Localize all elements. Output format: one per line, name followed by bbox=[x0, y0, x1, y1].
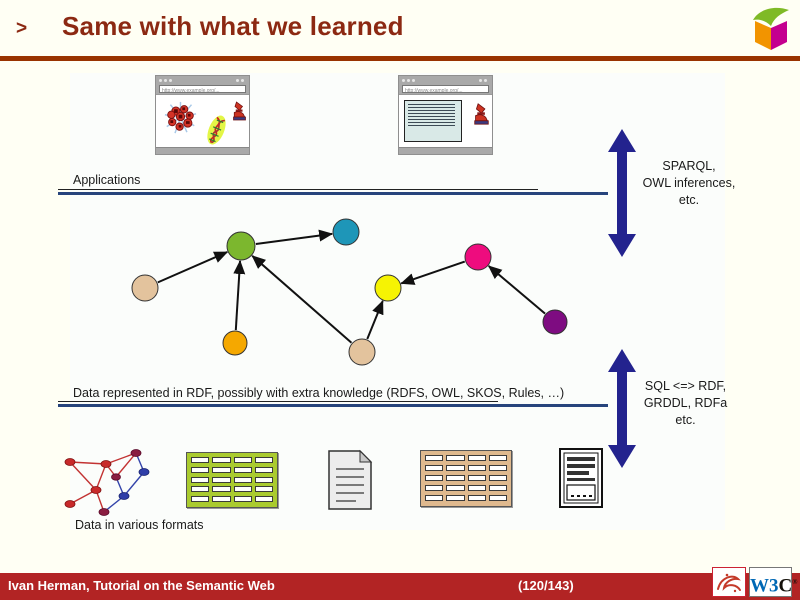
table-cell bbox=[467, 485, 486, 491]
w3c-logo[interactable]: W3C® bbox=[749, 567, 797, 597]
microscope-image-icon bbox=[473, 103, 490, 125]
table-cell bbox=[446, 485, 465, 491]
table-cell bbox=[254, 486, 273, 493]
formats-label: Data in various formats bbox=[75, 518, 204, 532]
browser-url-bar: http://www.example.org/... bbox=[156, 84, 249, 94]
table-cell bbox=[233, 466, 252, 473]
page-title: Same with what we learned bbox=[62, 11, 404, 41]
footer-credit: Ivan Herman, Tutorial on the Semantic We… bbox=[8, 578, 275, 593]
table-cell bbox=[191, 476, 210, 483]
window-dot-icon bbox=[241, 78, 244, 82]
browser-titlebar bbox=[399, 76, 492, 84]
applications-layer-line bbox=[58, 192, 608, 195]
table-cell bbox=[191, 486, 210, 493]
table-cell bbox=[191, 466, 210, 473]
table-cell bbox=[254, 466, 273, 473]
window-dot-icon bbox=[402, 78, 405, 82]
applications-underline bbox=[58, 189, 538, 190]
text-snippet-box bbox=[404, 100, 462, 142]
table-cell bbox=[254, 457, 273, 463]
browser-statusbar bbox=[156, 147, 249, 154]
url-text: http://www.example.org/... bbox=[162, 88, 220, 93]
table-cell bbox=[446, 455, 465, 461]
table-cell bbox=[425, 495, 444, 501]
window-dot-icon bbox=[236, 78, 239, 82]
browser-window-2: http://www.example.org/... bbox=[398, 75, 493, 155]
table-cell bbox=[467, 455, 486, 461]
rdf-underline bbox=[58, 401, 498, 402]
table-cell bbox=[212, 466, 231, 473]
window-dot-icon bbox=[164, 78, 167, 82]
table-cell bbox=[233, 496, 252, 503]
transform-arrow-bottom-icon bbox=[608, 349, 636, 468]
applications-label: Applications bbox=[73, 173, 141, 187]
table-cell bbox=[212, 486, 231, 493]
table-cell bbox=[488, 475, 507, 481]
table-cell bbox=[446, 495, 465, 501]
table-cell bbox=[425, 455, 444, 461]
table-cell bbox=[488, 485, 507, 491]
table-cell bbox=[425, 485, 444, 491]
table-cell bbox=[467, 465, 486, 471]
virus-image-icon bbox=[164, 101, 197, 134]
rdf-layer-line bbox=[58, 404, 608, 407]
footer-bar bbox=[0, 573, 800, 600]
table-cell bbox=[233, 486, 252, 493]
table-cell bbox=[488, 465, 507, 471]
browser-statusbar bbox=[399, 147, 492, 154]
url-field[interactable]: http://www.example.org/... bbox=[159, 85, 246, 93]
table-cell bbox=[233, 457, 252, 463]
semantic-web-cube-icon bbox=[753, 7, 789, 50]
table-cell bbox=[212, 457, 231, 463]
table-cell bbox=[467, 475, 486, 481]
table-cell bbox=[467, 495, 486, 501]
browser-content-1 bbox=[156, 94, 249, 147]
green-table-icon bbox=[186, 452, 278, 508]
table-cell bbox=[446, 465, 465, 471]
browser-titlebar bbox=[156, 76, 249, 84]
document-icon bbox=[328, 449, 373, 510]
registered-mark: ® bbox=[792, 578, 798, 586]
microscope-image-icon bbox=[232, 101, 247, 121]
calligraphy-logo[interactable] bbox=[712, 567, 746, 597]
table-cell bbox=[191, 496, 210, 503]
window-dot-icon bbox=[479, 78, 482, 82]
table-cell bbox=[488, 495, 507, 501]
table-cell bbox=[425, 475, 444, 481]
table-cell bbox=[254, 496, 273, 503]
transform-bottom-label: SQL <=> RDF, GRDDL, RDFa etc. bbox=[643, 379, 728, 427]
window-dot-icon bbox=[407, 78, 410, 82]
tan-table-icon bbox=[420, 450, 512, 507]
table-cell bbox=[212, 496, 231, 503]
browser-content-2 bbox=[399, 94, 492, 147]
table-cell bbox=[446, 475, 465, 481]
table-cell bbox=[425, 465, 444, 471]
rdf-layer-label: Data represented in RDF, possibly with e… bbox=[73, 386, 565, 400]
network-data-icon bbox=[64, 449, 150, 516]
title-bullet: > bbox=[16, 18, 28, 39]
footer-page-number: (120/143) bbox=[518, 578, 574, 593]
browser-window-1: http://www.example.org/... bbox=[155, 75, 250, 155]
window-dot-icon bbox=[159, 78, 162, 82]
window-dot-icon bbox=[412, 78, 415, 82]
table-cell bbox=[254, 476, 273, 483]
table-cell bbox=[191, 457, 210, 463]
w3c-logo-w3: W3 bbox=[750, 575, 779, 597]
table-cell bbox=[233, 476, 252, 483]
table-cell bbox=[212, 476, 231, 483]
window-dot-icon bbox=[169, 78, 172, 82]
url-field[interactable]: http://www.example.org/... bbox=[402, 85, 489, 93]
structured-document-icon bbox=[559, 448, 603, 508]
transform-arrow-top-icon bbox=[608, 129, 636, 257]
header-rule bbox=[0, 56, 800, 61]
url-text: http://www.example.org/... bbox=[405, 88, 463, 93]
w3c-logo-c: C bbox=[778, 575, 793, 597]
dna-image-icon bbox=[204, 113, 229, 147]
transform-top-label: SPARQL, OWL inferences, etc. bbox=[642, 159, 736, 207]
table-cell bbox=[488, 455, 507, 461]
browser-url-bar: http://www.example.org/... bbox=[399, 84, 492, 94]
window-dot-icon bbox=[484, 78, 487, 82]
